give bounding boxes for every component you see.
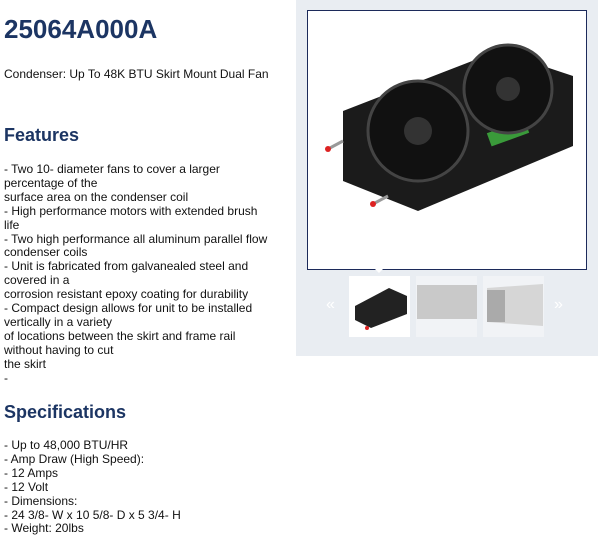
- list-line: - Compact design allows for unit to be i…: [4, 301, 256, 329]
- list-line: of locations between the skirt and frame…: [4, 328, 239, 357]
- specs-list: - Up to 48,000 BTU/HR- Amp Draw (High Sp…: [4, 438, 274, 536]
- specs-heading: Specifications: [4, 402, 127, 422]
- list-line: - Two 10- diameter fans to cover a large…: [4, 162, 224, 190]
- selected-indicator: [374, 268, 384, 273]
- features-list: - Two 10- diameter fans to cover a large…: [4, 162, 274, 386]
- list-line: the skirt: [4, 356, 47, 371]
- list-line: corrosion resistant epoxy coating for du…: [4, 287, 249, 302]
- list-line: - Up to 48,000 BTU/HR: [4, 438, 129, 452]
- list-line: surface area on the condenser coil: [4, 189, 189, 204]
- thumbnail-2[interactable]: [416, 276, 477, 337]
- list-line: - Unit is fabricated from galvanealed st…: [4, 259, 252, 288]
- list-line: - Weight: 20lbs: [4, 521, 84, 536]
- gallery-prev-button[interactable]: «: [326, 296, 335, 313]
- main-product-image[interactable]: [307, 10, 587, 270]
- list-line: -: [4, 370, 8, 385]
- list-line: - 12 Volt: [4, 479, 49, 494]
- product-subtitle: Condenser: Up To 48K BTU Skirt Mount Dua…: [4, 67, 269, 81]
- gallery-next-button[interactable]: »: [554, 296, 563, 313]
- list-line: - 12 Amps: [4, 465, 59, 480]
- product-title: 25064A000A: [4, 14, 158, 44]
- list-line: - Amp Draw (High Speed):: [4, 451, 145, 466]
- thumbnail-3[interactable]: [483, 276, 544, 337]
- list-line: - 24 3/8- W x 10 5/8- D x 5 3/4- H: [4, 507, 181, 522]
- image-gallery: « »: [296, 0, 598, 356]
- list-line: - Two high performance all aluminum para…: [4, 231, 271, 260]
- list-line: - High performance motors with extended …: [4, 203, 261, 232]
- condenser-image: [325, 43, 573, 211]
- thumbnail-1[interactable]: [349, 276, 410, 337]
- list-line: - Dimensions:: [4, 493, 78, 508]
- features-heading: Features: [4, 125, 80, 145]
